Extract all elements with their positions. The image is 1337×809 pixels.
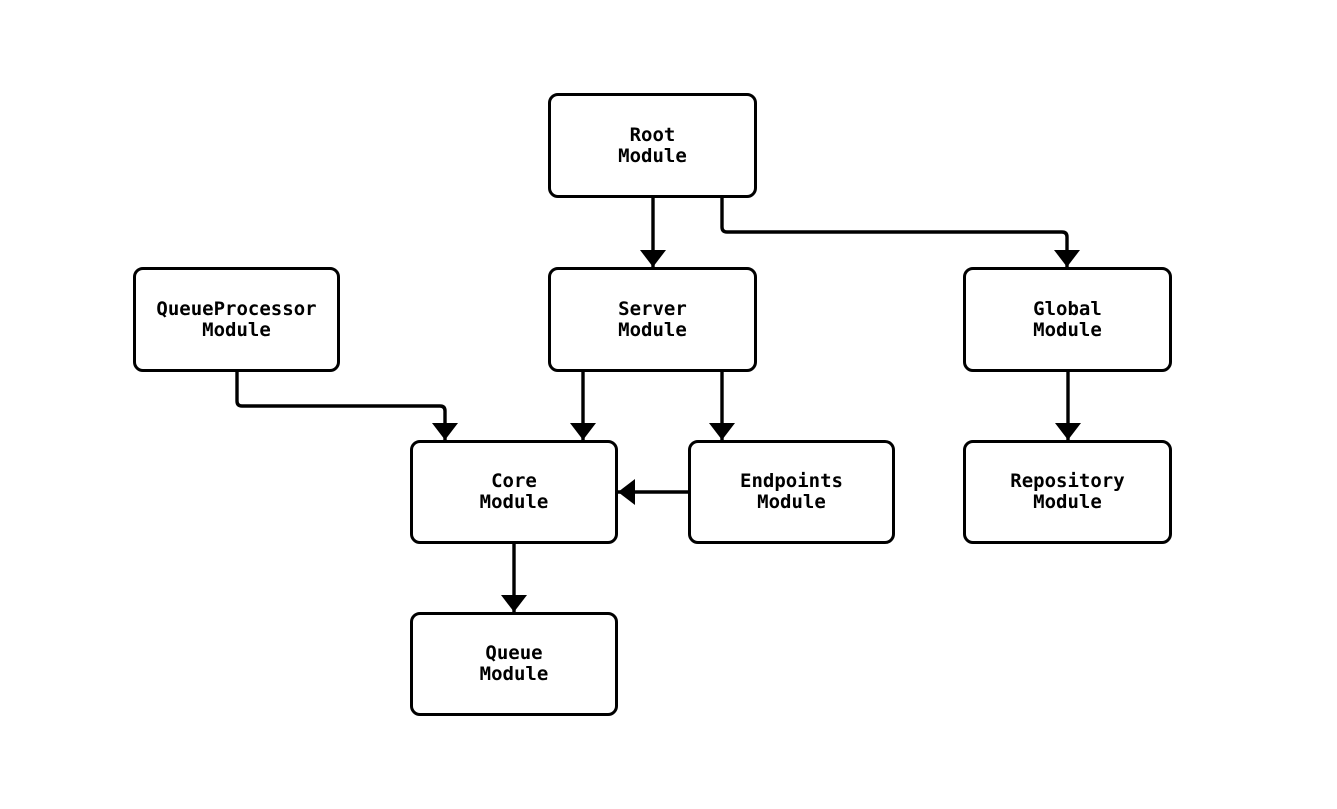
node-queue-module: Queue Module	[410, 612, 618, 716]
node-label-line: Module	[479, 663, 549, 685]
node-queueprocessor-module: QueueProcessor Module	[133, 267, 340, 372]
node-label-line: Module	[479, 491, 549, 513]
node-repository-module: Repository Module	[963, 440, 1172, 544]
node-label-line: Repository	[1010, 470, 1125, 492]
node-label-line: Module	[1033, 491, 1102, 513]
node-label-line: Module	[1033, 318, 1102, 341]
node-core-module: Core Module	[410, 440, 618, 544]
node-global-module: Global Module	[963, 267, 1172, 372]
node-label-line: Global	[1033, 297, 1102, 320]
node-root-module: Root Module	[548, 93, 757, 198]
node-label-line: Module	[618, 318, 687, 341]
node-label-line: Root	[629, 123, 676, 146]
node-label-line: Endpoints	[740, 470, 843, 492]
node-label-line: Module	[202, 318, 271, 341]
edge-queueprocessor-to-core	[235, 372, 458, 440]
node-label-line: Module	[757, 491, 826, 513]
node-endpoints-module: Endpoints Module	[688, 440, 895, 544]
edge-root-to-global	[720, 198, 1080, 267]
node-label-line: Core	[491, 470, 537, 492]
node-label-line: Server	[618, 297, 687, 320]
node-label-line: QueueProcessor	[156, 297, 317, 320]
node-label-line: Module	[618, 144, 687, 167]
node-label-line: Queue	[485, 642, 543, 664]
node-server-module: Server Module	[548, 267, 757, 372]
